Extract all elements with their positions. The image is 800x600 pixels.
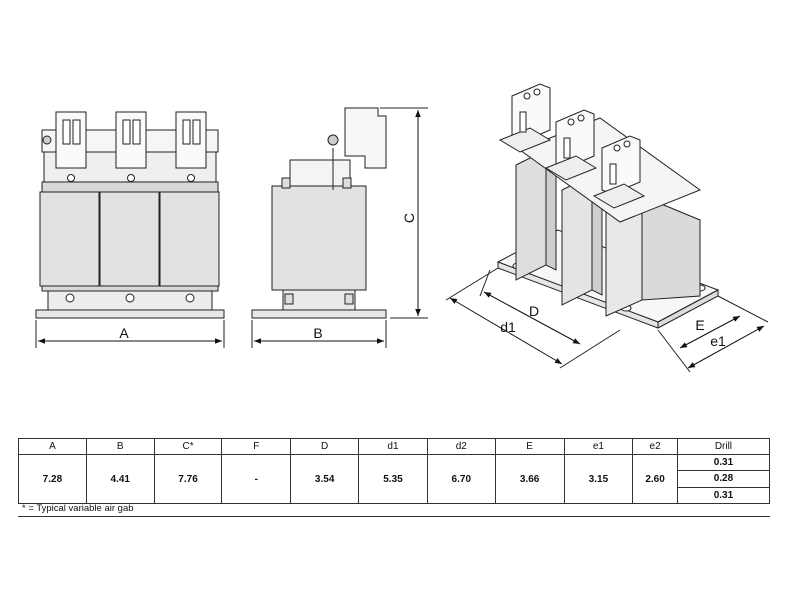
dimension-d1-label: d1 (500, 319, 516, 335)
value-c: 7.76 (153, 454, 223, 504)
value-e: 3.66 (494, 454, 565, 504)
isometric-view (496, 83, 720, 329)
dimension-a: A (35, 320, 225, 348)
drill-value-2: 0.28 (676, 470, 771, 488)
technical-drawing: A B C (35, 83, 769, 373)
header-d2: d2 (426, 438, 496, 455)
header-c: C* (153, 438, 223, 455)
header-f: F (221, 438, 292, 455)
value-d1: 5.35 (358, 454, 428, 504)
value-d: 3.54 (290, 454, 360, 504)
value-e2: 2.60 (632, 454, 678, 504)
dimension-c-label: C (401, 213, 417, 223)
front-view (35, 111, 225, 319)
table-row: 0.31 (19, 486, 771, 505)
header-a: A (18, 438, 87, 455)
value-e1: 3.15 (563, 454, 634, 504)
side-view (251, 107, 387, 319)
dimension-e1-label: e1 (710, 333, 726, 349)
drill-value-3: 0.31 (676, 486, 771, 505)
dimension-c: C (380, 107, 428, 319)
value-a: 7.28 (18, 454, 87, 504)
dimension-a-label: A (119, 325, 129, 341)
dimension-b: B (251, 320, 387, 348)
footnote: * = Typical variable air gab (22, 503, 134, 514)
dimension-d-label: D (529, 303, 539, 319)
value-b: 4.41 (85, 454, 155, 504)
value-f: - (221, 454, 292, 504)
spec-table: A B C* F D d1 d2 E e1 e2 Drill 7.28 4.41… (18, 438, 771, 505)
header-d: D (290, 438, 360, 455)
dimension-e-label: E (695, 317, 704, 333)
dimension-b-label: B (313, 325, 322, 341)
header-e: E (494, 438, 565, 455)
drill-value-1: 0.31 (676, 453, 771, 472)
table-header-row: A B C* F D d1 d2 E e1 e2 Drill (18, 438, 771, 455)
footnote-divider (18, 516, 770, 517)
header-d1: d1 (358, 438, 428, 455)
value-d2: 6.70 (426, 454, 496, 504)
header-drill: Drill (676, 438, 771, 455)
header-b: B (85, 438, 155, 455)
table-row: 7.28 4.41 7.76 - 3.54 5.35 6.70 3.66 3.1… (18, 453, 771, 504)
dimension-e1: e1 (657, 295, 769, 373)
header-e2: e2 (632, 438, 678, 455)
header-e1: e1 (563, 438, 634, 455)
dimension-d1: d1 (445, 267, 621, 369)
